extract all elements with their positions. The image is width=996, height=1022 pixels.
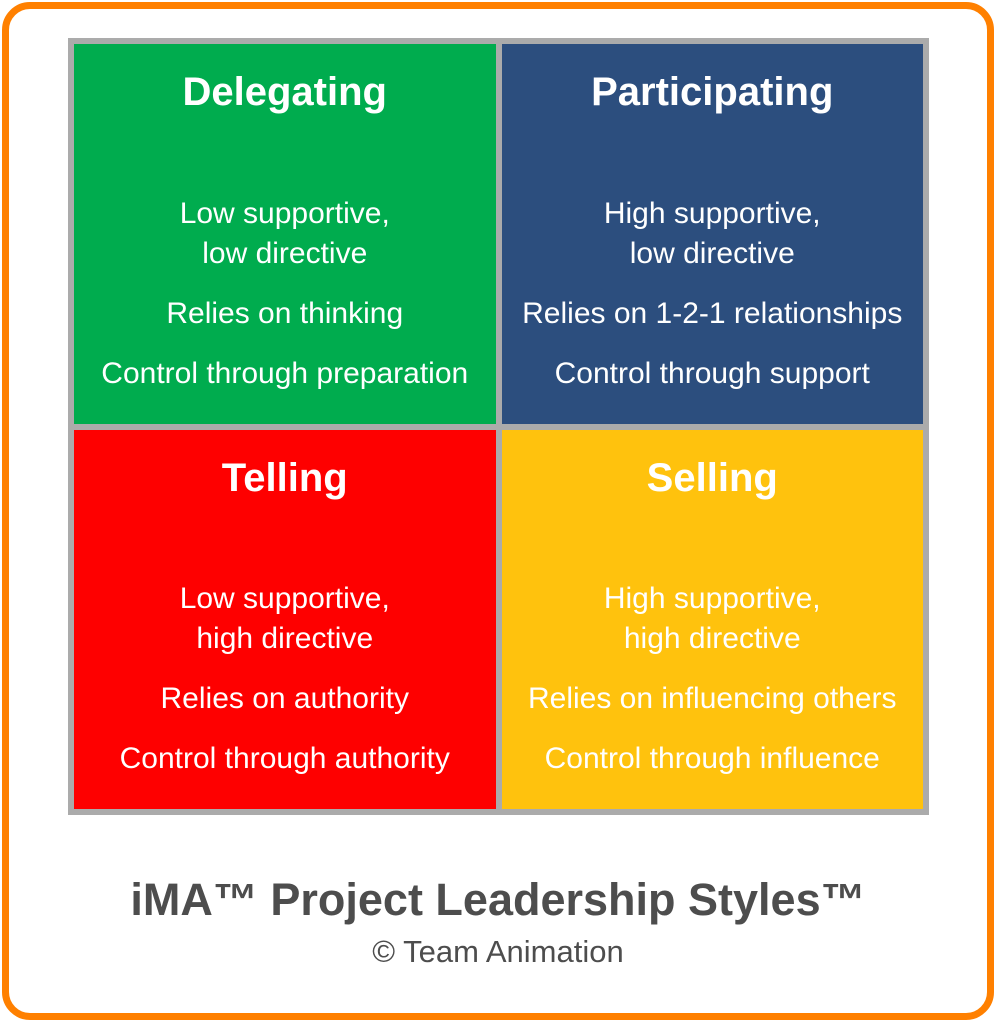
copyright-notice: © Team Animation (372, 933, 624, 969)
quadrant-body-participating: High supportive, low directive Relies on… (502, 194, 924, 394)
diagram-title: iMA™ Project Leadership Styles™ (130, 874, 866, 925)
quadrant-line: Control through preparation (101, 356, 469, 390)
quadrant-grid: Delegating Low supportive, low directive… (68, 38, 929, 815)
quadrant-line: Low supportive, low directive (179, 196, 390, 270)
footer: iMA™ Project Leadership Styles™ © Team A… (0, 874, 996, 970)
quadrant-line: Relies on authority (160, 682, 409, 715)
quadrant-line: Low supportive, high directive (179, 582, 390, 655)
quadrant-participating: Participating High supportive, low direc… (501, 44, 924, 424)
quadrant-line: Relies on 1-2-1 relationships (522, 296, 903, 330)
quadrant-line: Control through influence (544, 742, 880, 775)
quadrant-body-telling: Low supportive, high directive Relies on… (74, 579, 496, 779)
quadrant-body-selling: High supportive, high directive Relies o… (502, 579, 924, 779)
quadrant-body-delegating: Low supportive, low directive Relies on … (74, 194, 496, 394)
quadrant-line: High supportive, high directive (603, 582, 821, 655)
quadrant-title-telling: Telling (221, 455, 348, 500)
quadrant-line: High supportive, low directive (603, 196, 821, 270)
quadrant-title-delegating: Delegating (182, 70, 387, 114)
quadrant-line: Control through authority (119, 742, 450, 775)
quadrant-line: Relies on influencing others (527, 682, 897, 715)
quadrant-line: Relies on thinking (166, 296, 404, 330)
quadrant-delegating: Delegating Low supportive, low directive… (74, 44, 496, 424)
quadrant-selling: Selling High supportive, high directive … (501, 429, 924, 809)
quadrant-title-participating: Participating (591, 70, 834, 114)
quadrant-line: Control through support (554, 356, 870, 390)
quadrant-telling: Telling Low supportive, high directive R… (74, 429, 496, 809)
quadrant-title-selling: Selling (646, 455, 778, 500)
